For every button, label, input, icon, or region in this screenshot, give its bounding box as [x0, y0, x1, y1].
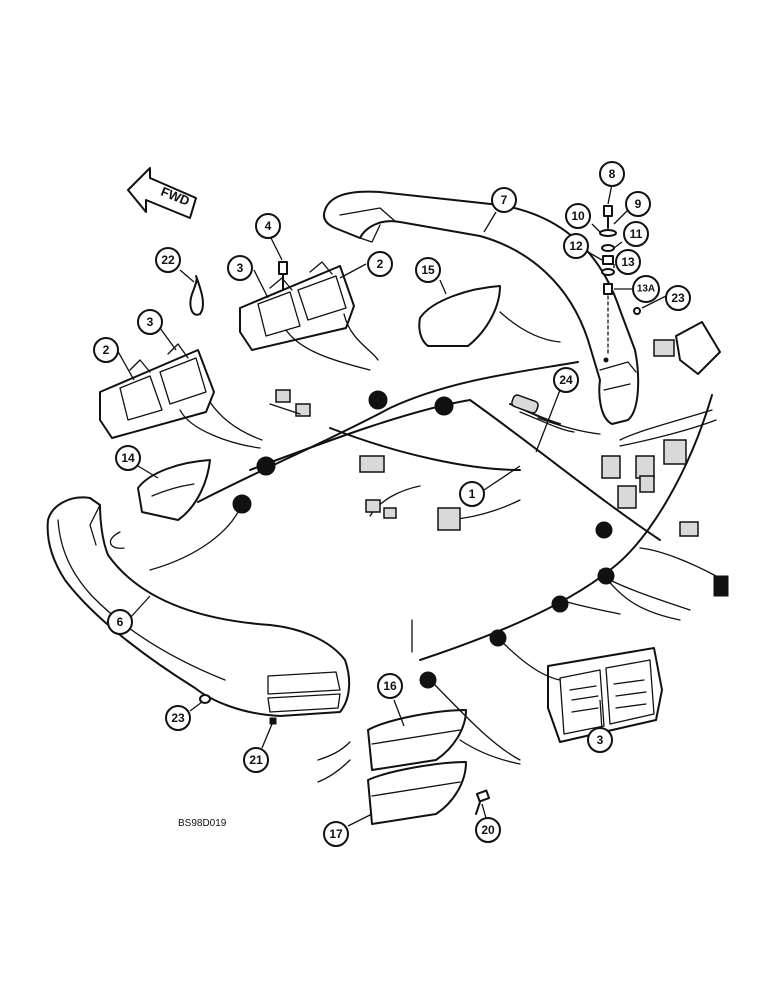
callout-24: 24 [553, 367, 579, 393]
connector-cluster-center [269, 389, 461, 531]
svg-text:2: 2 [103, 343, 110, 357]
callout-13: 13 [615, 249, 641, 275]
svg-text:23: 23 [171, 711, 185, 725]
callout-1: 1 [459, 481, 485, 507]
callout-3: 3 [137, 309, 163, 335]
svg-text:16: 16 [383, 679, 397, 693]
svg-text:15: 15 [421, 263, 435, 277]
resistor-part-24 [509, 394, 601, 435]
leader-lines [115, 183, 667, 827]
lens-part-14 [137, 459, 211, 521]
callout-11: 11 [623, 221, 649, 247]
callout-7: 7 [491, 187, 517, 213]
callout-3: 3 [587, 727, 613, 753]
svg-text:14: 14 [121, 451, 135, 465]
reference-code: BS98D019 [178, 818, 227, 829]
svg-text:10: 10 [571, 209, 585, 223]
callout-16: 16 [377, 673, 403, 699]
work-light-center [239, 261, 355, 351]
fwd-arrow-icon: FWD [127, 167, 197, 219]
front-bumper-panel [46, 496, 351, 717]
hardware-stack [599, 205, 617, 357]
svg-text:22: 22 [161, 253, 175, 267]
svg-text:3: 3 [147, 315, 154, 329]
small-hardware [199, 307, 641, 815]
svg-text:2: 2 [377, 257, 384, 271]
work-light-lower [547, 647, 663, 743]
callout-4: 4 [255, 213, 281, 239]
callout-17: 17 [323, 821, 349, 847]
svg-text:7: 7 [501, 193, 508, 207]
callout-2: 2 [93, 337, 119, 363]
strap-part-22 [189, 275, 204, 316]
callout-22: 22 [155, 247, 181, 273]
svg-text:23: 23 [671, 291, 685, 305]
callout-2: 2 [367, 251, 393, 277]
svg-text:21: 21 [249, 753, 263, 767]
callout-3: 3 [227, 255, 253, 281]
svg-text:6: 6 [117, 615, 124, 629]
callout-12: 12 [563, 233, 589, 259]
svg-text:20: 20 [481, 823, 495, 837]
grommets [232, 390, 615, 689]
svg-text:1: 1 [469, 487, 476, 501]
connector-cluster-right [601, 321, 729, 597]
callout-15: 15 [415, 257, 441, 283]
callout-6: 6 [107, 609, 133, 635]
lens-stack-16-17 [367, 709, 467, 825]
callout-20: 20 [475, 817, 501, 843]
svg-text:4: 4 [265, 219, 272, 233]
svg-text:13: 13 [621, 255, 635, 269]
callout-21: 21 [243, 747, 269, 773]
callout-23: 23 [165, 705, 191, 731]
svg-text:9: 9 [635, 197, 642, 211]
svg-text:24: 24 [559, 373, 573, 387]
callout-14: 14 [115, 445, 141, 471]
callout-9: 9 [625, 191, 651, 217]
callout-23: 23 [665, 285, 691, 311]
svg-text:3: 3 [237, 261, 244, 275]
svg-text:17: 17 [329, 827, 343, 841]
svg-text:3: 3 [597, 733, 604, 747]
callout-13a: 13A [632, 275, 660, 303]
bolt-part-4 [278, 261, 288, 291]
rear-roof-panel [323, 190, 640, 425]
svg-text:13A: 13A [637, 284, 655, 295]
callout-8: 8 [599, 161, 625, 187]
work-light-left [99, 343, 215, 439]
callout-10: 10 [565, 203, 591, 229]
svg-text:8: 8 [609, 167, 616, 181]
svg-text:12: 12 [569, 239, 583, 253]
lens-part-15 [418, 285, 501, 347]
svg-text:11: 11 [630, 227, 643, 241]
